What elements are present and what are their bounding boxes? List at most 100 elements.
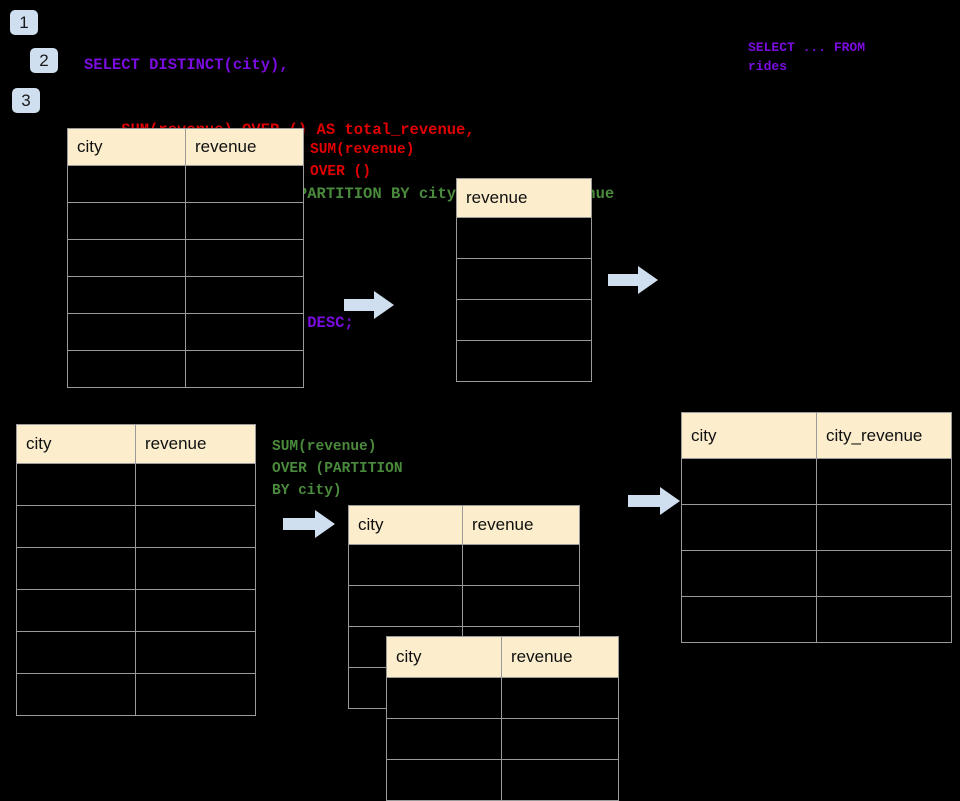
cell-city xyxy=(681,504,817,551)
cell-city xyxy=(16,505,136,548)
table-header-row: revenue xyxy=(456,178,592,218)
column-header-city: city xyxy=(386,636,502,678)
step-badge-1-label: 1 xyxy=(19,13,29,32)
table-row xyxy=(67,276,304,314)
cell-city-revenue xyxy=(816,596,952,643)
table-row xyxy=(16,589,256,632)
table-row xyxy=(386,759,619,801)
column-header-revenue: revenue xyxy=(185,128,304,166)
table-row xyxy=(67,239,304,277)
cell-city-revenue xyxy=(816,458,952,505)
cell-revenue xyxy=(185,165,304,203)
table-row xyxy=(348,585,580,627)
diagram-canvas: 1 2 3 SELECT DISTINCT(city), SUM(revenue… xyxy=(10,10,952,801)
column-header-city-revenue: city_revenue xyxy=(816,412,952,459)
table-row xyxy=(16,547,256,590)
cell-city xyxy=(16,463,136,506)
table-partition-back: city revenue xyxy=(348,505,580,709)
cell-revenue xyxy=(462,585,580,627)
cell-revenue xyxy=(135,631,256,674)
annotation-sum-over-partition: SUM(revenue) OVER (PARTITION BY city) xyxy=(272,439,403,499)
table-row xyxy=(681,596,952,643)
arrow-partition-to-result xyxy=(628,487,680,515)
sql-line-1: SELECT DISTINCT(city), xyxy=(84,56,289,74)
cell-city xyxy=(16,631,136,674)
table-row xyxy=(386,677,619,719)
cell-revenue xyxy=(185,202,304,240)
table-partition-front: city revenue xyxy=(386,636,619,801)
cell-revenue xyxy=(501,677,619,719)
cell-city xyxy=(681,596,817,643)
cell-revenue xyxy=(456,299,592,341)
table-row xyxy=(348,544,580,586)
table-city-revenue-result: city city_revenue xyxy=(681,412,952,643)
table-row xyxy=(456,299,592,341)
column-header-revenue: revenue xyxy=(462,505,580,545)
cell-revenue xyxy=(135,505,256,548)
table-row xyxy=(681,550,952,597)
cell-revenue xyxy=(456,258,592,300)
cell-revenue xyxy=(501,759,619,801)
column-header-revenue: revenue xyxy=(456,178,592,218)
step-badge-2-label: 2 xyxy=(39,51,49,70)
cell-revenue xyxy=(456,217,592,259)
table-total-revenue: revenue xyxy=(456,178,592,382)
table-row xyxy=(16,631,256,674)
table-row xyxy=(456,217,592,259)
cell-city xyxy=(67,350,186,388)
cell-revenue xyxy=(462,544,580,586)
column-header-city: city xyxy=(681,412,817,459)
cell-revenue xyxy=(135,673,256,716)
arrow-source-to-total-revenue xyxy=(344,291,394,319)
arrow-total-revenue-to-result xyxy=(608,266,658,294)
table-row xyxy=(16,673,256,716)
table-header-row: city revenue xyxy=(67,128,304,166)
cell-revenue xyxy=(135,547,256,590)
cell-city xyxy=(16,547,136,590)
table-row xyxy=(16,505,256,548)
cell-city xyxy=(16,589,136,632)
table-row xyxy=(67,313,304,351)
cell-city xyxy=(386,759,502,801)
column-header-city: city xyxy=(16,424,136,464)
table-row xyxy=(16,463,256,506)
arrow-source2-to-partition xyxy=(283,510,335,538)
table-header-row: city revenue xyxy=(386,636,619,678)
table-row xyxy=(681,458,952,505)
step-badge-1[interactable]: 1 xyxy=(10,10,38,35)
annotation-select-from-rides: SELECT ... FROM rides xyxy=(748,40,866,74)
cell-revenue xyxy=(135,589,256,632)
cell-city xyxy=(348,544,463,586)
cell-city-revenue xyxy=(816,550,952,597)
cell-city xyxy=(681,458,817,505)
table-header-row: city revenue xyxy=(16,424,256,464)
step-badge-2[interactable]: 2 xyxy=(30,48,58,73)
cell-city xyxy=(386,718,502,760)
cell-city xyxy=(67,313,186,351)
cell-city xyxy=(67,165,186,203)
cell-revenue xyxy=(135,463,256,506)
cell-city xyxy=(348,585,463,627)
cell-revenue xyxy=(456,340,592,382)
table-header-row: city city_revenue xyxy=(681,412,952,459)
table-rides-source-2: city revenue xyxy=(16,424,256,716)
cell-revenue xyxy=(185,313,304,351)
column-header-revenue: revenue xyxy=(135,424,256,464)
step-badge-3[interactable]: 3 xyxy=(12,88,40,113)
table-row xyxy=(67,202,304,240)
table-row xyxy=(456,340,592,382)
cell-city xyxy=(386,677,502,719)
cell-revenue xyxy=(185,350,304,388)
table-row xyxy=(386,718,619,760)
table-row xyxy=(67,165,304,203)
column-header-city: city xyxy=(348,505,463,545)
cell-city xyxy=(67,202,186,240)
annotation-sum-over-empty: SUM(revenue) OVER () xyxy=(310,142,415,180)
table-row xyxy=(67,350,304,388)
column-header-revenue: revenue xyxy=(501,636,619,678)
cell-revenue xyxy=(185,276,304,314)
column-header-city: city xyxy=(67,128,186,166)
cell-revenue xyxy=(501,718,619,760)
cell-city xyxy=(16,673,136,716)
table-row xyxy=(456,258,592,300)
